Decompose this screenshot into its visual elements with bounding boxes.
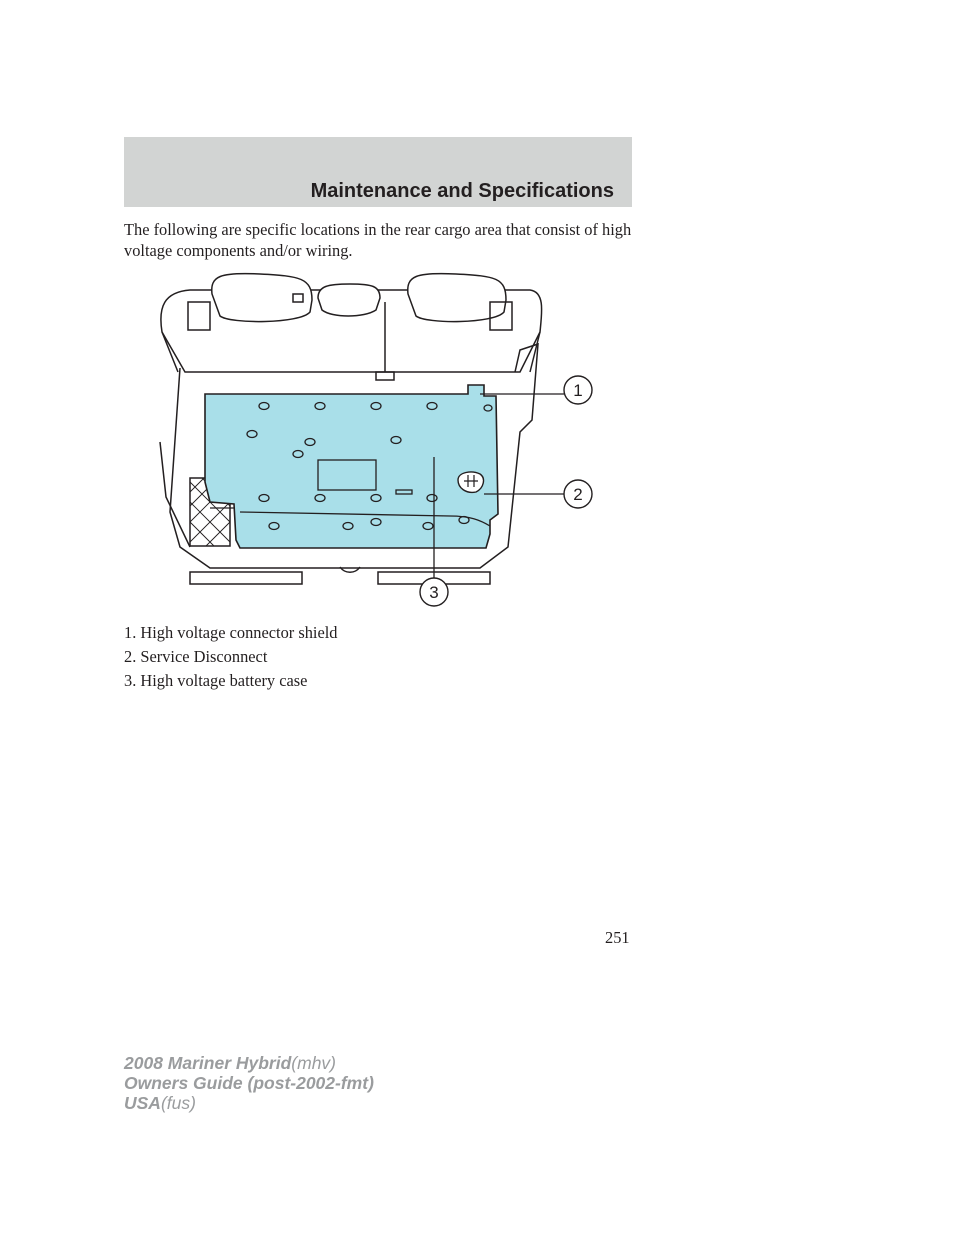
callout-1: 1 [563,375,593,405]
legend-item: 1. High voltage connector shield [124,623,338,642]
callout-2: 2 [563,479,593,509]
document-footer: 2008 Mariner Hybrid(mhv) Owners Guide (p… [124,1053,374,1113]
footer-market-code: (fus) [160,1093,196,1113]
legend-item: 2. Service Disconnect [124,647,268,666]
battery-location-diagram: 1 2 3 [159,272,593,607]
footer-model-code: (mhv) [291,1053,337,1073]
footer-market: USA [124,1093,161,1113]
footer-model: 2008 Mariner Hybrid [124,1053,292,1073]
footer-guide: Owners Guide (post-2002-fmt) [124,1073,374,1093]
cargo-area-illustration: 1 2 3 [150,272,600,610]
section-title: Maintenance and Specifications [310,180,614,202]
footer-line: 2008 Mariner Hybrid(mhv) [124,1053,374,1073]
callout-3-label: 3 [429,583,438,602]
page-number: 251 [605,928,630,947]
callout-leaders [433,393,564,578]
callout-legend: 1. High voltage connector shield 2. Serv… [124,622,337,694]
footer-line: USA(fus) [124,1093,374,1113]
seat-outline [159,272,543,585]
footer-line: Owners Guide (post-2002-fmt) [124,1073,374,1093]
intro-paragraph: The following are specific locations in … [124,220,632,260]
legend-item: 3. High voltage battery case [124,671,308,690]
callout-1-label: 1 [573,381,582,400]
battery-case [204,384,499,549]
callout-3: 3 [419,577,449,607]
section-header-band: Maintenance and Specifications [124,137,632,207]
callout-2-label: 2 [573,485,582,504]
